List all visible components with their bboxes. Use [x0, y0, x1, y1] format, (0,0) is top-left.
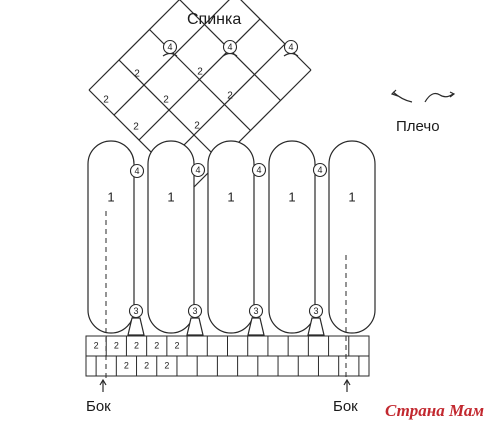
panel-2: [147, 140, 195, 334]
side-arrowhead-2: [343, 378, 351, 386]
bottom-circle-1-label: 3: [133, 306, 138, 316]
shoulder-arrowhead-left: [390, 89, 399, 97]
bottom-circle-4: [308, 303, 324, 319]
bottom-wedge-3: [247, 317, 265, 336]
diamond-label-5: 2: [227, 91, 233, 102]
panel-4: [268, 140, 316, 334]
panel-label-4: 1: [288, 189, 295, 204]
shoulder-arrow-left: [392, 91, 413, 103]
panel-label-2: 1: [167, 189, 174, 204]
bottom-wedge-1: [127, 317, 145, 336]
panel-3: [207, 140, 255, 334]
border-row2-label-2: 2: [144, 360, 149, 370]
shoulder-arrowhead-right: [449, 91, 456, 98]
side-arrowhead-1: [99, 378, 107, 386]
middle-circle-3-label: 4: [256, 165, 261, 175]
panel-label-3: 1: [227, 189, 234, 204]
top-circle-3-label: 4: [288, 42, 293, 52]
panel-label-5: 1: [348, 189, 355, 204]
border-row1-label-4: 2: [154, 340, 159, 350]
panel-5: [328, 140, 376, 334]
diamond-label-1: 2: [134, 69, 140, 80]
border-row2-label-3: 2: [164, 360, 169, 370]
border-row1-label-3: 2: [134, 340, 139, 350]
bottom-circle-3-label: 3: [253, 306, 258, 316]
diamond-label-2: 2: [197, 67, 203, 78]
middle-circle-1: [129, 163, 145, 179]
border-row1-label-1: 2: [94, 340, 99, 350]
bottom-circle-3: [248, 303, 264, 319]
diamond-label-3: 2: [103, 95, 109, 106]
shoulder-label: Плечо: [396, 118, 440, 135]
top-circle-1: [162, 39, 178, 55]
side-label-left: Бок: [86, 398, 111, 415]
middle-circle-1-label: 4: [134, 166, 139, 176]
middle-circle-4-label: 4: [317, 165, 322, 175]
side-label-right: Бок: [333, 398, 358, 415]
top-circle-2: [222, 39, 238, 55]
border-row2-label-1: 2: [124, 360, 129, 370]
middle-circle-2: [190, 162, 206, 178]
middle-circle-4: [312, 162, 328, 178]
top-circle-1-label: 4: [167, 42, 172, 52]
bottom-wedge-4: [307, 317, 325, 336]
diamond-label-7: 2: [194, 121, 200, 132]
bottom-wedge-2: [186, 317, 204, 336]
border-row1-label-5: 2: [174, 340, 179, 350]
panel-label-1: 1: [107, 189, 114, 204]
top-circle-2-label: 4: [227, 42, 232, 52]
top-circle-3: [283, 39, 299, 55]
bottom-circle-4-label: 3: [313, 306, 318, 316]
shoulder-arrow-right: [424, 92, 454, 103]
bottom-circle-2-label: 3: [192, 306, 197, 316]
watermark-logo: Страна Мам: [385, 401, 485, 420]
bottom-circle-2: [187, 303, 203, 319]
diamond-label-4: 2: [163, 95, 169, 106]
border-row1-label-2: 2: [114, 340, 119, 350]
diagram-title: Спинка: [187, 11, 242, 28]
diamond-label-6: 2: [133, 122, 139, 133]
middle-circle-2-label: 4: [195, 165, 200, 175]
panel-1: [87, 140, 135, 334]
middle-circle-3: [251, 162, 267, 178]
bottom-circle-1: [128, 303, 144, 319]
lattice-line-v1: [118, 59, 221, 162]
